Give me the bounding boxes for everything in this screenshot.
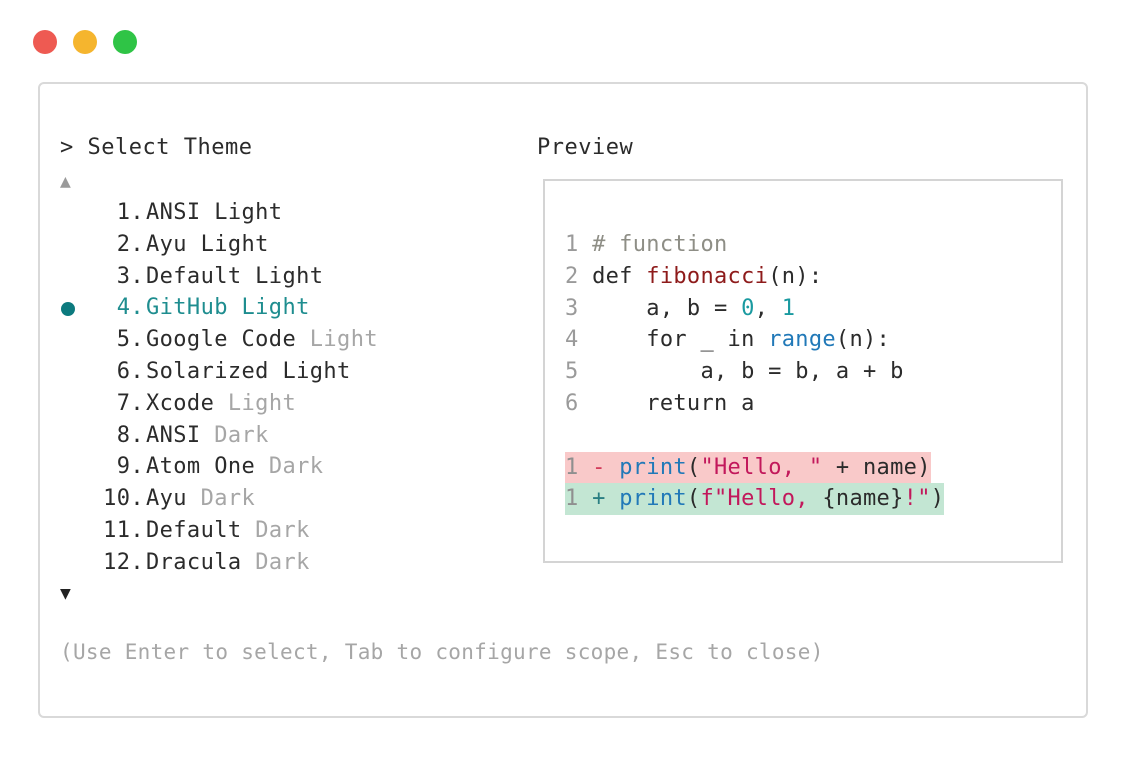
theme-option[interactable]: 11.Default Dark: [60, 515, 500, 547]
code-line: 5 a, b = b, a + b: [565, 359, 904, 385]
theme-option-number: 7.: [116, 390, 144, 416]
theme-option-label: ANSI Light: [146, 200, 283, 225]
theme-option-variant: Dark: [214, 422, 269, 448]
maximize-window-button[interactable]: [113, 30, 137, 54]
theme-option-number: 6.: [116, 358, 144, 384]
theme-option-label: Solarized Light: [146, 358, 351, 384]
prompt-symbol: >: [60, 135, 74, 160]
theme-option-number: 11.: [103, 517, 144, 543]
theme-option-label: Atom One Dark: [146, 454, 324, 480]
theme-option-number: 12.: [103, 549, 144, 575]
minimize-window-button[interactable]: [73, 30, 97, 54]
theme-option-label: Ayu Dark: [146, 486, 256, 512]
window-controls: [33, 30, 137, 54]
theme-option-label: Dracula Dark: [146, 549, 310, 575]
theme-option[interactable]: 10.Ayu Dark: [60, 483, 500, 515]
theme-option-label: Ayu Light: [146, 231, 269, 257]
code-line: 4 for _ in range(n):: [565, 327, 891, 353]
theme-option[interactable]: 2.Ayu Light: [60, 229, 500, 261]
theme-option[interactable]: 5.Google Code Light: [60, 324, 500, 356]
theme-option[interactable]: 8.ANSI Dark: [60, 420, 500, 452]
theme-option-label: GitHub Light: [146, 295, 310, 321]
theme-option-variant: Dark: [255, 549, 310, 575]
code-blank-line: [565, 420, 944, 452]
theme-option-number: 5.: [116, 327, 144, 353]
selected-indicator-icon: [61, 302, 75, 317]
close-window-button[interactable]: [33, 30, 57, 54]
theme-option-variant: Dark: [255, 517, 310, 543]
code-line: 6 return a: [565, 390, 755, 416]
code-line: 3 a, b = 0, 1: [565, 295, 796, 321]
theme-option-label: Xcode Light: [146, 390, 297, 416]
code-line: 2 def fibonacci(n):: [565, 263, 823, 289]
theme-option-number: 10.: [103, 486, 144, 512]
theme-option-number: 2.: [116, 231, 144, 257]
scroll-up-icon[interactable]: ▲: [60, 171, 71, 192]
theme-option-number: 9.: [116, 454, 144, 480]
code-preview: 1 # function 2 def fibonacci(n): 3 a, b …: [565, 229, 945, 516]
diff-deleted-line: 1 - print("Hello, " + name): [565, 451, 944, 484]
theme-option[interactable]: 4.GitHub Light: [60, 292, 500, 324]
theme-option[interactable]: 6.Solarized Light: [60, 356, 500, 388]
theme-option-label: ANSI Dark: [146, 422, 269, 448]
theme-option[interactable]: 9.Atom One Dark: [60, 451, 500, 483]
theme-option[interactable]: 3.Default Light: [60, 261, 500, 293]
theme-option-number: 3.: [116, 263, 144, 289]
theme-option[interactable]: 1.ANSI Light: [60, 197, 500, 229]
code-line: 1 # function: [565, 232, 728, 257]
diff-added-line: 1 + print(f"Hello, {name}!"): [565, 483, 945, 516]
theme-option-number: 8.: [116, 422, 144, 448]
theme-option-label: Google Code Light: [146, 327, 378, 353]
theme-option-label: Default Light: [146, 263, 324, 289]
theme-option-variant: Dark: [200, 486, 256, 512]
theme-option-variant: Light: [309, 327, 378, 353]
select-theme-heading: > Select Theme: [60, 132, 252, 164]
theme-option-label: Default Dark: [146, 517, 310, 543]
theme-option[interactable]: 7.Xcode Light: [60, 388, 500, 420]
scroll-down-icon[interactable]: ▼: [60, 583, 71, 604]
theme-option-variant: Light: [227, 390, 297, 416]
theme-option[interactable]: 12.Dracula Dark: [60, 547, 500, 579]
preview-panel: 1 # function 2 def fibonacci(n): 3 a, b …: [543, 179, 1063, 563]
select-theme-title: Select Theme: [87, 135, 253, 160]
keyboard-hint: (Use Enter to select, Tab to configure s…: [60, 640, 824, 664]
theme-option-number: 4.: [116, 295, 144, 321]
theme-option-number: 1.: [116, 200, 144, 225]
theme-option-variant: Dark: [268, 454, 324, 480]
preview-title: Preview: [537, 135, 634, 160]
